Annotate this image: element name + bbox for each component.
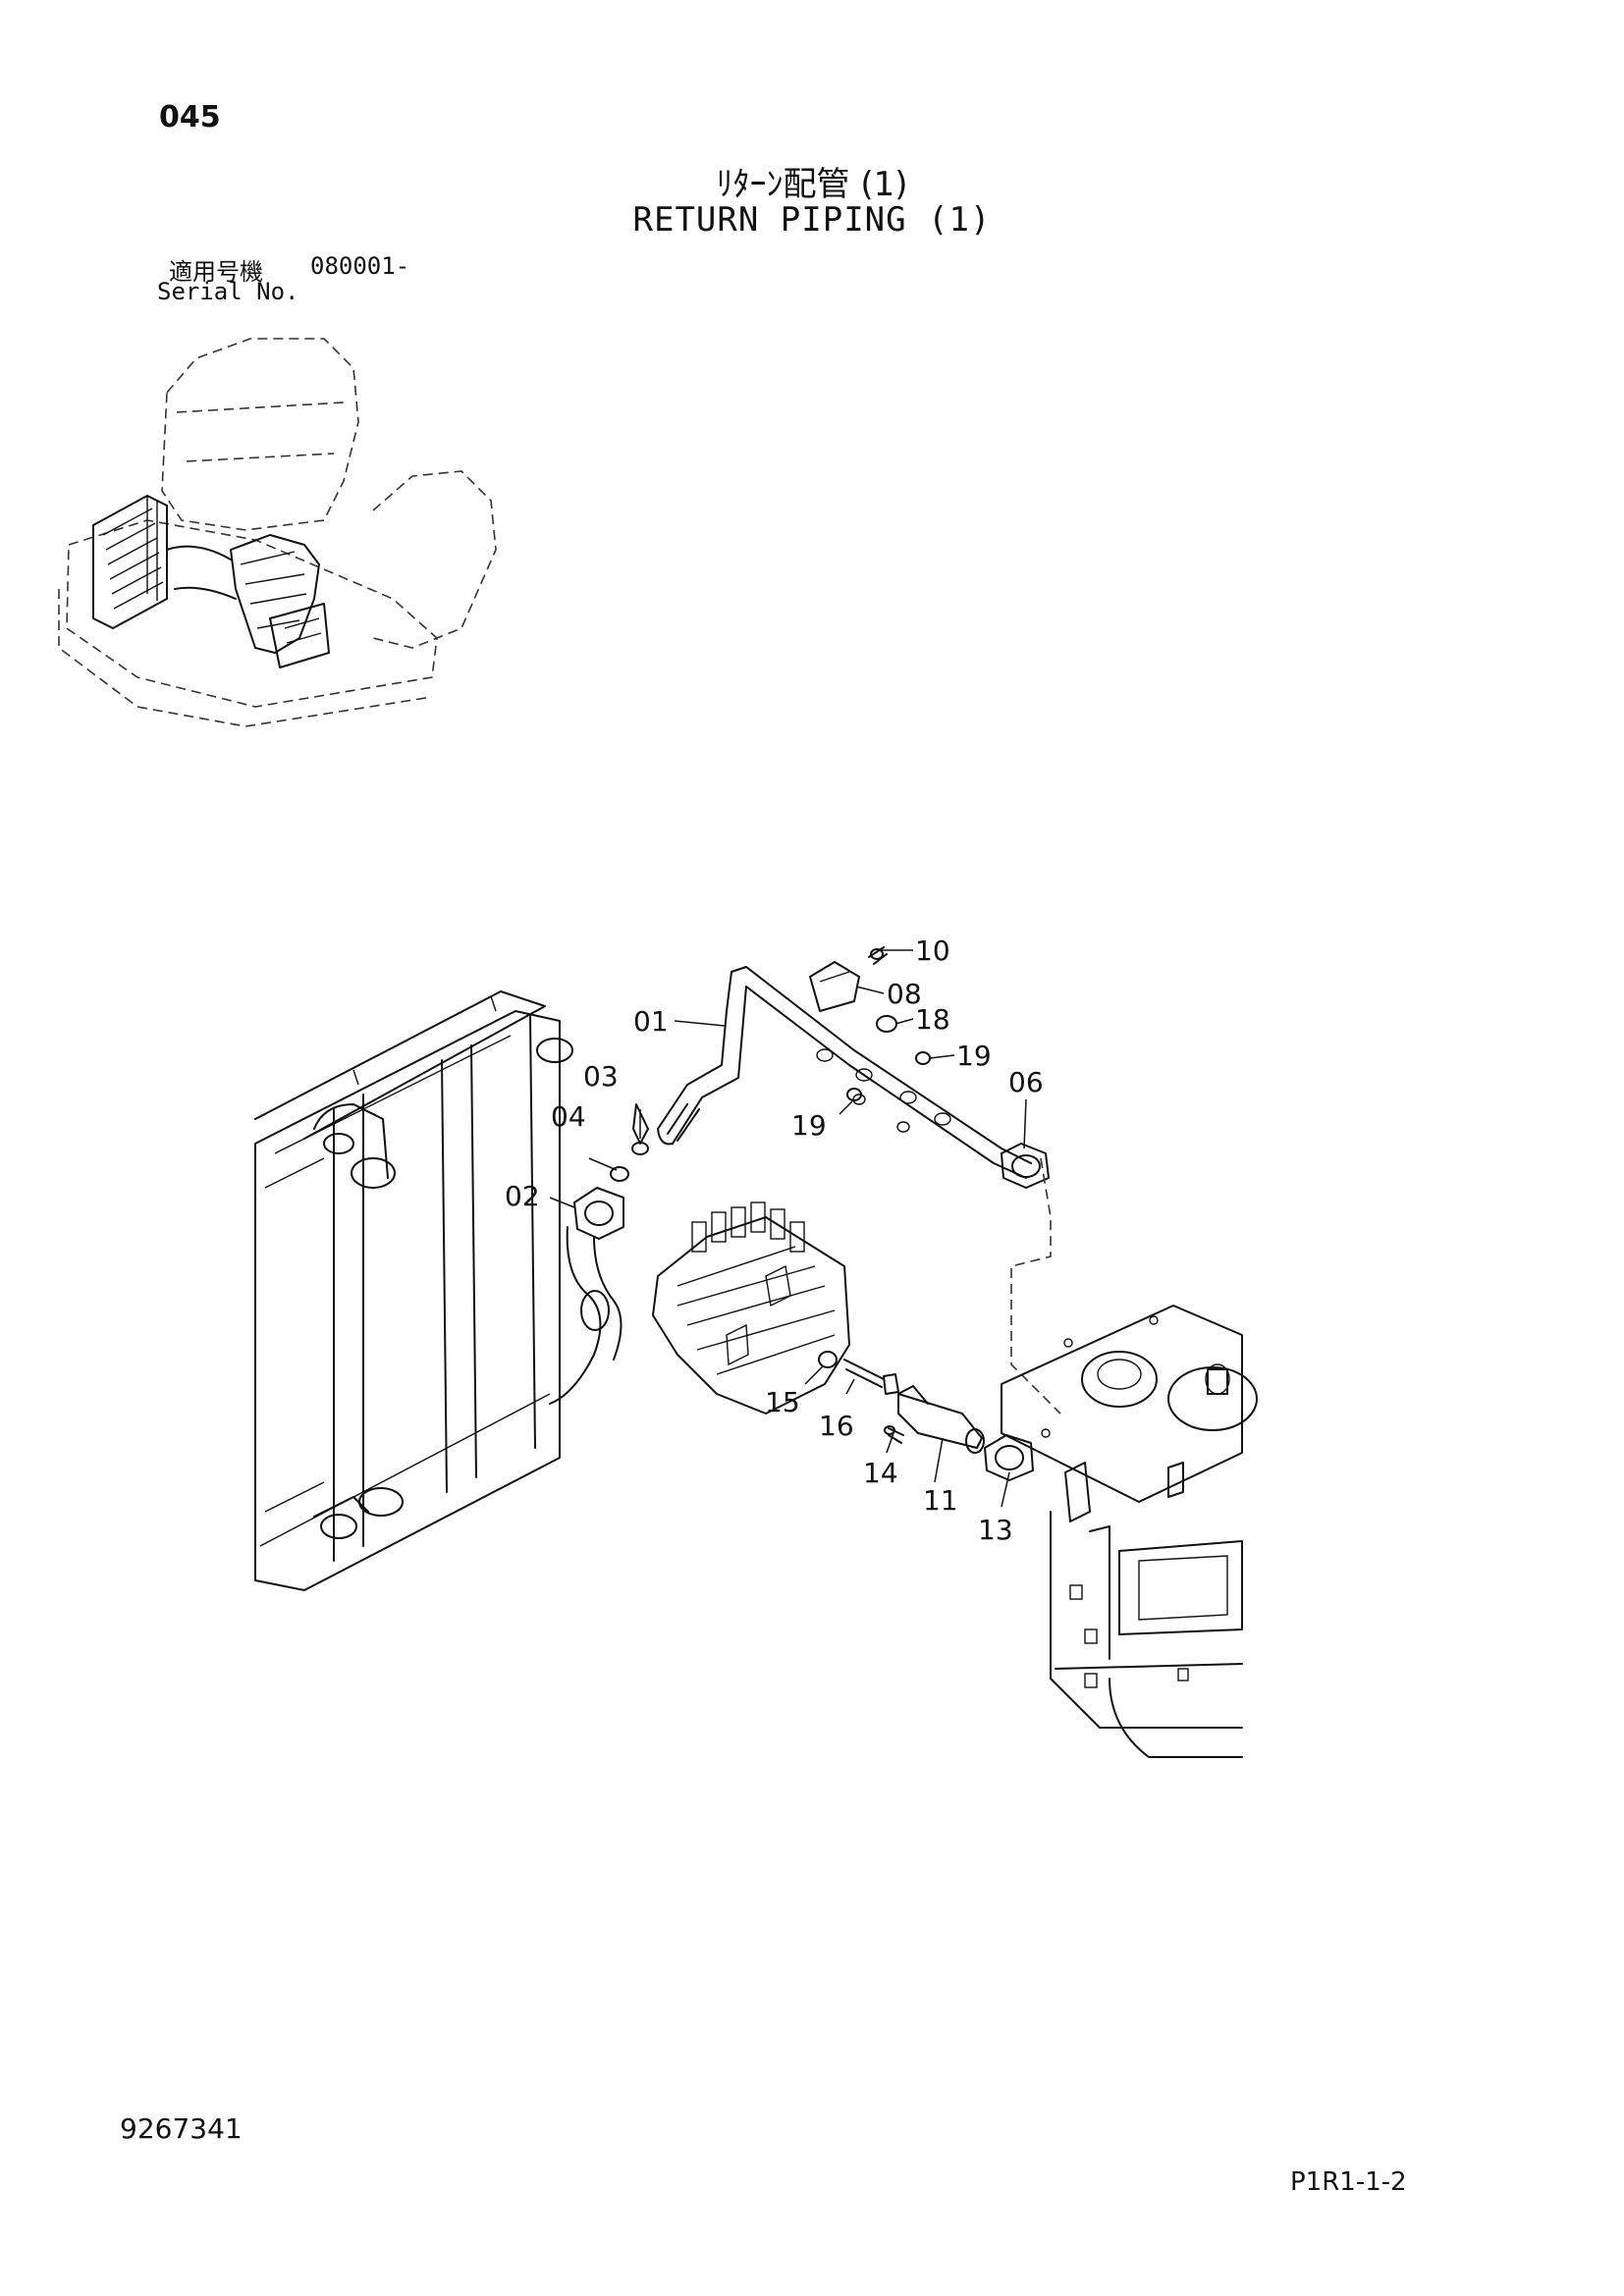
callout-13: 13 [978,1514,1013,1546]
callout-06: 06 [1008,1066,1044,1098]
callout-16: 16 [819,1410,854,1442]
callout-19-lower: 19 [791,1109,827,1142]
callout-18: 18 [915,1003,950,1036]
page-number: 045 [159,100,221,134]
callout-14: 14 [863,1457,898,1489]
callout-10: 10 [915,934,950,967]
callout-08: 08 [887,978,922,1010]
radiator-assembly [254,990,623,1591]
serial-label-japanese: 適用号機 [169,258,263,286]
page-title: RETURN PIPING (1) [632,200,992,240]
callout-11: 11 [923,1484,958,1517]
page-code: P1R1-1-2 [1290,2167,1407,2197]
callout-02: 02 [505,1180,540,1212]
callout-15: 15 [765,1386,800,1418]
hydraulic-tank [1001,1305,1258,1758]
callout-01: 01 [633,1005,669,1038]
callout-04: 04 [551,1100,586,1133]
document-number: 9267341 [120,2112,243,2145]
page-title-japanese: ﾘﾀｰﾝ配管 (1) [716,165,908,204]
serial-label: Serial No. [157,278,299,305]
serial-value: 080001- [310,252,410,280]
callout-03: 03 [583,1060,619,1093]
callout-19-upper: 19 [956,1040,992,1072]
control-valve [652,1201,850,1415]
return-pipe-01 [657,966,1032,1179]
